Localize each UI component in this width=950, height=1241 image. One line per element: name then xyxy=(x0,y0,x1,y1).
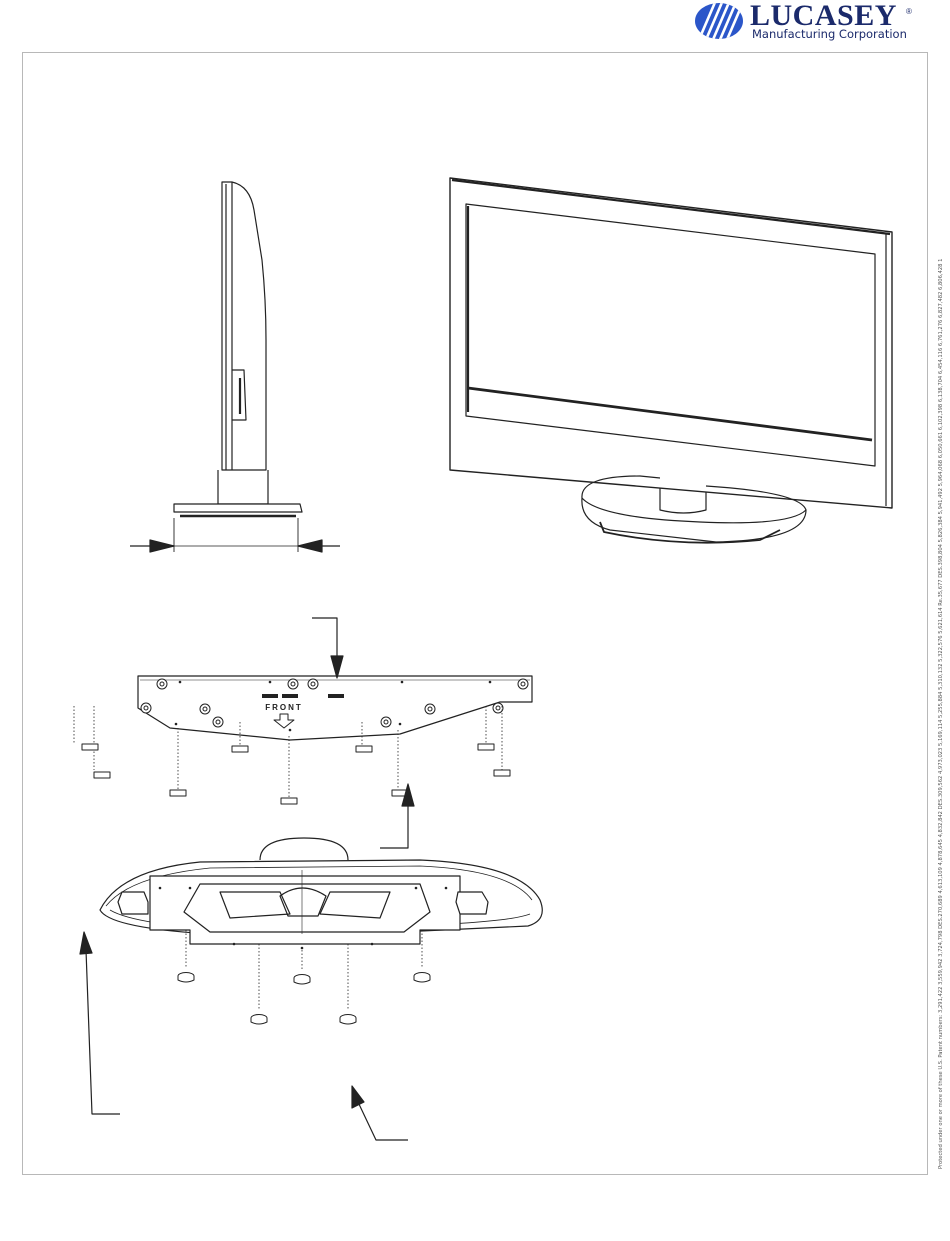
mounting-plate-view: FRONT xyxy=(73,617,533,849)
striped-circle-logo-icon xyxy=(695,3,743,39)
brand-name: LUCASEY xyxy=(750,0,897,32)
front-label: FRONT xyxy=(265,703,303,712)
brand-subtitle: Manufacturing Corporation xyxy=(752,27,907,41)
registered-mark: ® xyxy=(906,7,912,16)
base-underside-view xyxy=(79,837,543,1141)
drawing-frame xyxy=(22,52,928,1175)
monitor-side-view xyxy=(130,181,340,553)
monitor-perspective-view xyxy=(449,177,893,544)
company-logo: LUCASEY ® Manufacturing Corporation xyxy=(694,0,934,42)
